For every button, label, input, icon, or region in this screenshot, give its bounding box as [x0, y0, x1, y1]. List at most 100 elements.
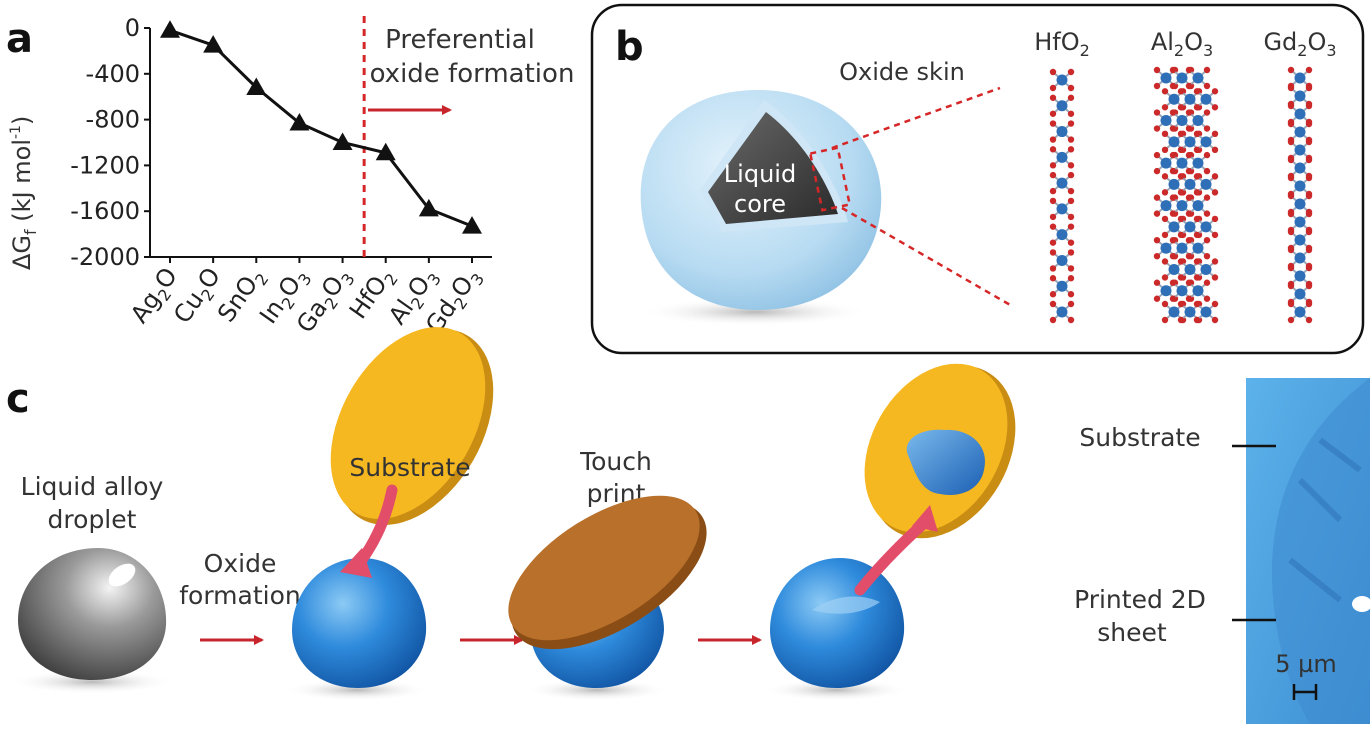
- micrograph-sheet-label-2: sheet: [1097, 618, 1167, 647]
- metal-atom: [1192, 200, 1204, 212]
- oxygen-atom: [1305, 264, 1313, 272]
- oxygen-atom: [1049, 110, 1057, 117]
- oxygen-atom: [1169, 295, 1177, 302]
- y-axis-label: ΔGf (kJ mol-1): [8, 116, 40, 270]
- metal-atom: [1200, 306, 1212, 318]
- metal-atom: [1176, 200, 1188, 212]
- oxygen-atom: [1193, 274, 1201, 281]
- oxygen-atom: [1169, 109, 1177, 116]
- metal-atom: [1160, 157, 1172, 169]
- metal-atom: [1160, 242, 1172, 254]
- oxygen-atom: [1161, 130, 1169, 138]
- metal-atom: [1192, 242, 1204, 254]
- oxygen-atom: [1049, 84, 1057, 92]
- oxygen-atom: [1185, 295, 1193, 302]
- oxygen-atom: [1305, 210, 1313, 218]
- oxygen-atom: [1067, 223, 1075, 230]
- metal-atom: [1184, 178, 1196, 190]
- oxygen-atom: [1169, 279, 1177, 286]
- metal-atom: [1192, 72, 1204, 84]
- panel-letter-c: c: [6, 376, 30, 422]
- oxygen-atom: [1211, 215, 1219, 223]
- oxygen-atom: [1161, 231, 1169, 239]
- oxygen-atom: [1169, 167, 1177, 175]
- micrograph-substrate-label: Substrate: [1079, 423, 1200, 452]
- oxygen-atom: [1153, 151, 1161, 159]
- oxygen-atom: [1193, 173, 1201, 180]
- oxygen-atom: [1287, 316, 1295, 324]
- oxygen-atom: [1287, 84, 1295, 92]
- oxygen-atom: [1153, 194, 1161, 201]
- oxygen-atom: [1203, 252, 1211, 260]
- annotation-preferential: Preferential: [385, 25, 535, 55]
- oxygen-atom: [1049, 171, 1057, 179]
- oxygen-atom: [1161, 104, 1169, 111]
- oxygen-atom: [1177, 130, 1185, 138]
- oxide-removed-patch: [812, 596, 880, 614]
- metal-atom: [1184, 136, 1196, 148]
- oxygen-atom: [1153, 279, 1161, 286]
- panel-letter-a: a: [6, 16, 33, 62]
- oxygen-atom: [1287, 300, 1295, 308]
- zoom-indicator: [808, 86, 1013, 308]
- oxygen-atom: [1305, 316, 1313, 324]
- metal-atom: [1168, 178, 1180, 190]
- oxygen-atom: [1305, 246, 1313, 254]
- gd2o3-structure: [1287, 66, 1313, 324]
- metal-atom: [1200, 263, 1212, 275]
- oxygen-atom: [1177, 173, 1185, 180]
- oxygen-atom: [1203, 167, 1211, 175]
- oxygen-atom: [1161, 189, 1169, 196]
- blue-droplet-2: [292, 558, 427, 688]
- y-tick-label: -2000: [70, 243, 140, 271]
- metal-atom: [1168, 136, 1180, 148]
- al2o3-structure: [1153, 66, 1219, 324]
- oxygen-atom: [1153, 82, 1161, 90]
- metal-atom: [1294, 234, 1306, 246]
- liquid-core-label-1: Liquid: [724, 160, 796, 188]
- hfo2-structure: [1049, 68, 1075, 324]
- oxygen-atom: [1153, 167, 1161, 175]
- oxygen-atom: [1177, 274, 1185, 281]
- oxygen-atom: [1305, 66, 1313, 74]
- oxygen-atom: [1049, 146, 1057, 153]
- metal-atom: [1294, 198, 1306, 210]
- metal-atom: [1160, 200, 1172, 212]
- x-category-label: Ag2O: [125, 262, 186, 330]
- oxygen-atom: [1153, 236, 1161, 244]
- data-point-marker: [418, 198, 439, 217]
- oxygen-atom: [1153, 210, 1161, 217]
- metal-atom: [1184, 306, 1196, 318]
- oxygen-atom: [1287, 102, 1295, 110]
- metal-atom: [1056, 74, 1068, 86]
- oxygen-atom: [1049, 120, 1057, 127]
- liquid-core: [708, 112, 838, 224]
- oxygen-atom: [1287, 282, 1295, 290]
- metal-atom: [1056, 254, 1068, 266]
- blue-droplet-4-shadow: [764, 679, 908, 701]
- oxygen-atom: [1153, 252, 1161, 260]
- metal-atom: [1176, 285, 1188, 297]
- oxygen-atom: [1305, 102, 1313, 110]
- oxygen-atom: [1067, 300, 1075, 308]
- oxygen-atom: [1049, 187, 1057, 195]
- oxygen-atom: [1211, 231, 1219, 239]
- metal-atom: [1200, 136, 1212, 148]
- oxygen-atom: [1177, 258, 1185, 265]
- data-point-marker: [203, 35, 224, 53]
- oxygen-atom: [1287, 192, 1295, 200]
- y-tick-label: -1600: [70, 197, 140, 225]
- oxygen-atom: [1193, 189, 1201, 196]
- oxygen-atom: [1185, 66, 1193, 74]
- oxygen-atom: [1193, 215, 1201, 223]
- oxygen-atom: [1185, 210, 1193, 217]
- oxygen-atom: [1161, 258, 1169, 265]
- oxygen-atom: [1203, 151, 1211, 159]
- blue-droplet-4: [770, 558, 905, 688]
- oxygen-atom: [1169, 151, 1177, 159]
- oxygen-atom: [1305, 156, 1313, 164]
- blue-droplet-2-shadow: [285, 679, 429, 701]
- scale-bar: [1292, 684, 1318, 700]
- oxygen-atom: [1177, 146, 1185, 154]
- metal-atom: [1294, 270, 1306, 282]
